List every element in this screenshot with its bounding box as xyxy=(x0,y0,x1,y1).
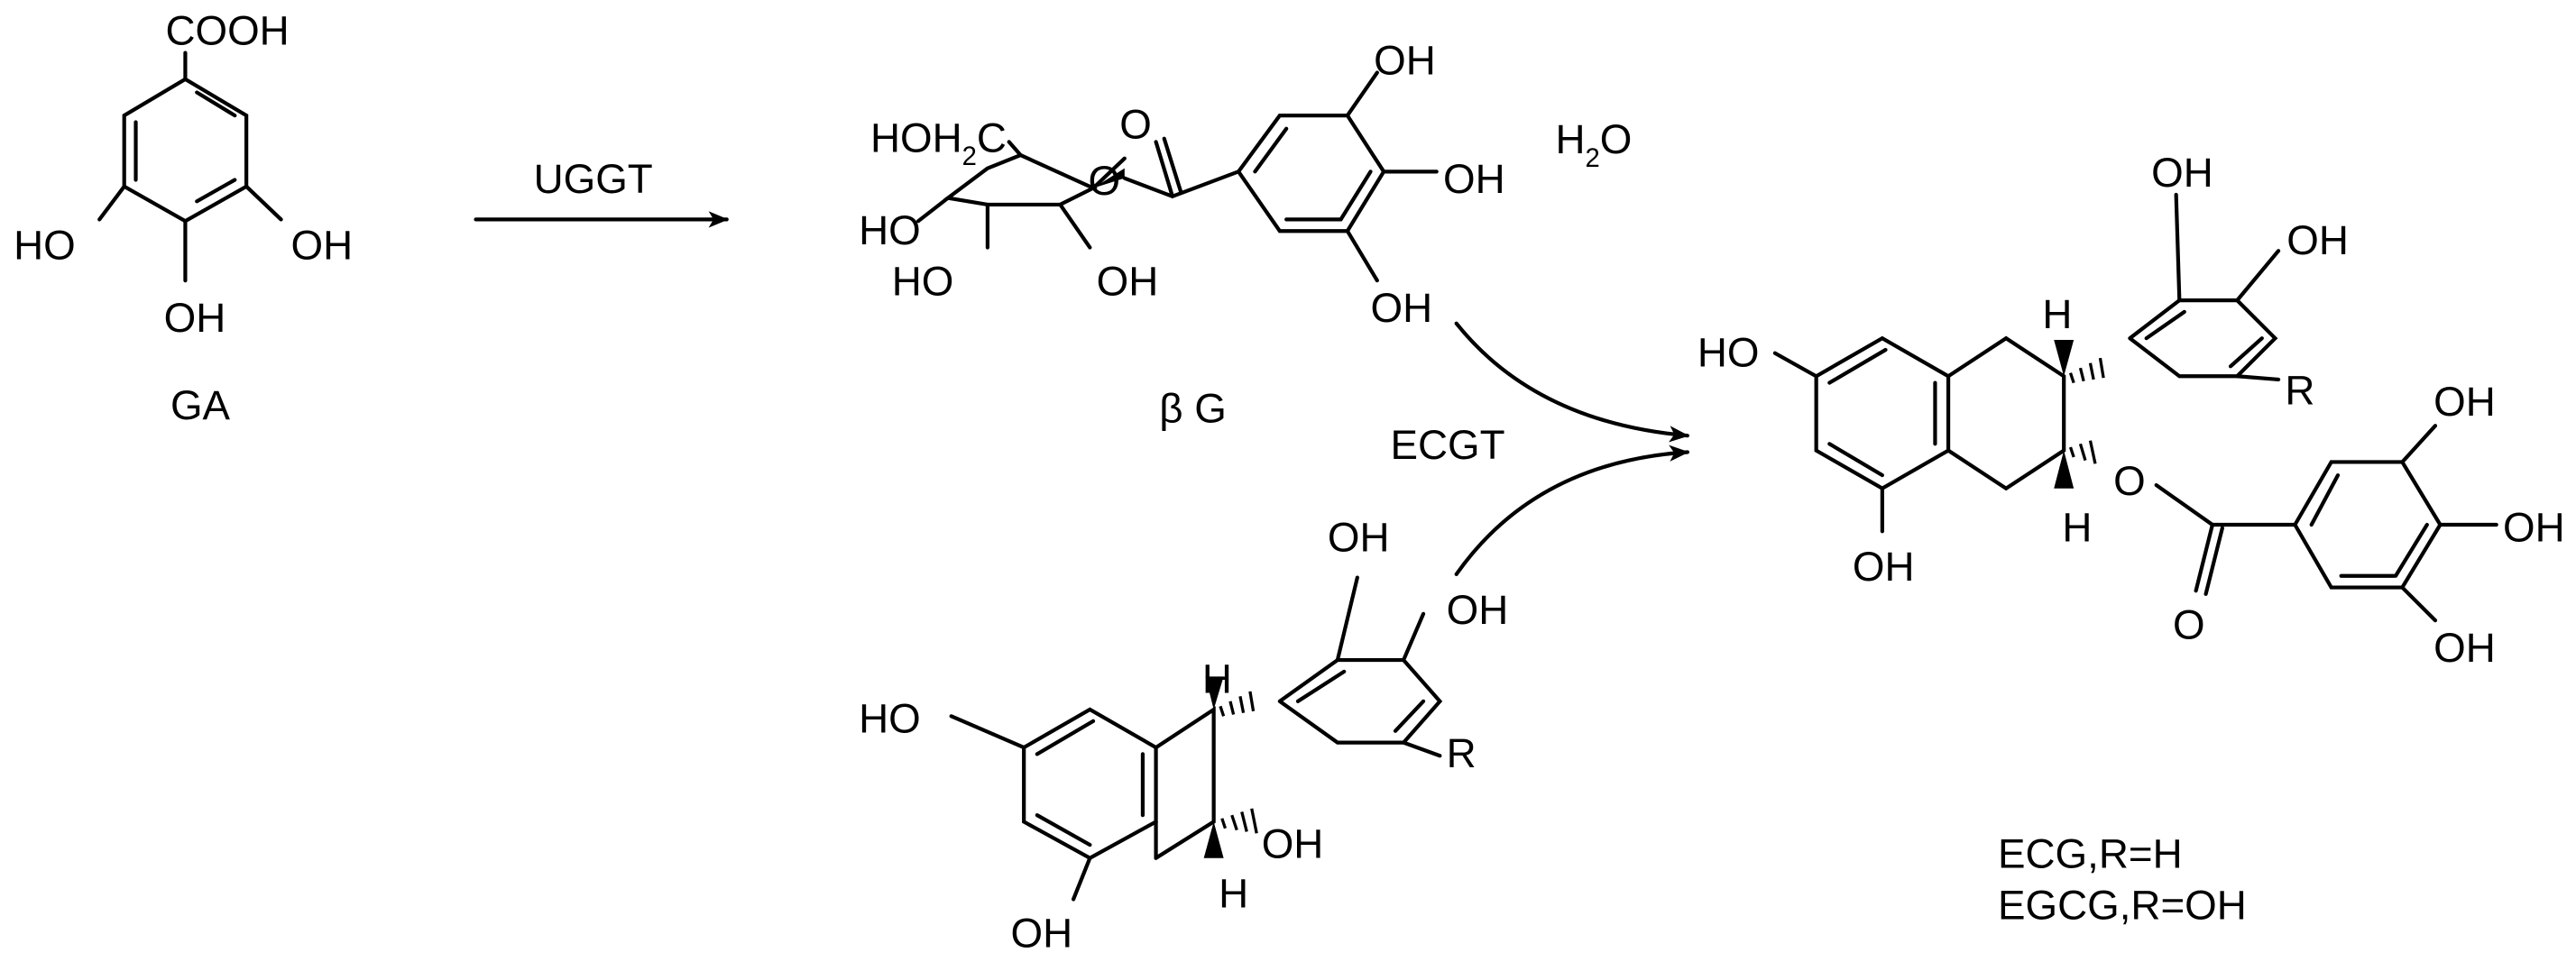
bg-carbonyl-oxygen-label: O xyxy=(1119,102,1152,148)
ga-oh-bottom-label: OH xyxy=(164,295,226,341)
ga-cooh-label: COOH xyxy=(165,7,289,53)
gallic-acid-structure: COOH HO OH OH GA xyxy=(14,7,353,427)
bg-oh-bottom-label: OH xyxy=(1371,285,1433,331)
prod-h-bottom-label: H xyxy=(2062,504,2092,550)
bg-ring-oxygen-label: O xyxy=(1089,158,1121,204)
water-byproduct-label: H2O xyxy=(1555,116,1632,173)
bg-ho-c3-label: HO xyxy=(892,259,954,305)
cat-r-label: R xyxy=(1447,730,1477,776)
cat-ho-left-label: HO xyxy=(859,696,921,742)
uggt-reaction-arrow: UGGT xyxy=(474,156,729,228)
prod-oh-b1-label: OH xyxy=(2151,150,2213,196)
cat-oh-b2-label: OH xyxy=(1447,587,1509,633)
cat-h-top-label: H xyxy=(1202,656,1232,702)
beta-glucogallin-structure: HOH2C O O HO HO OH OH OH OH β G xyxy=(859,37,1505,431)
ga-oh-right-label: OH xyxy=(291,222,354,268)
catechin-structure: HO OH H H OH OH OH R xyxy=(859,514,1508,956)
prod-oh-g2-label: OH xyxy=(2503,504,2565,550)
bg-ho-c4-label: HO xyxy=(859,207,921,253)
galloylated-catechin-structure: HO OH H H O O OH OH R OH OH OH ECG,R=H E… xyxy=(1697,150,2565,929)
ecgt-reaction-arrows: ECGT xyxy=(1390,321,1690,577)
bg-oh-top-label: OH xyxy=(1374,37,1436,83)
prod-h-top-label: H xyxy=(2042,291,2072,337)
cat-oh-b1-label: OH xyxy=(1328,514,1390,560)
cat-oh-bottom-label: OH xyxy=(1011,911,1073,957)
ecgt-enzyme-label: ECGT xyxy=(1390,422,1504,468)
prod-ho-left-label: HO xyxy=(1697,329,1760,375)
prod-oh-g3-label: OH xyxy=(2433,625,2496,671)
ga-name-label: GA xyxy=(170,382,231,428)
product-legend-egcg: EGCG,R=OH xyxy=(1998,882,2247,928)
uggt-enzyme-label: UGGT xyxy=(534,156,653,202)
bg-oh-c2-label: OH xyxy=(1097,259,1159,305)
prod-oh-g1-label: OH xyxy=(2433,379,2496,425)
cat-h-bottom-label: H xyxy=(1219,871,1248,917)
prod-oh-b2-label: OH xyxy=(2286,217,2349,263)
product-legend-ecg: ECG,R=H xyxy=(1998,831,2183,877)
prod-oh-bottom-label: OH xyxy=(1853,544,1915,590)
prod-ester-oxygen-label: O xyxy=(2113,458,2146,504)
prod-carbonyl-oxygen-label: O xyxy=(2173,601,2205,647)
prod-r-label: R xyxy=(2285,367,2314,413)
ga-ho-left-label: HO xyxy=(14,222,76,268)
bg-name-label: β G xyxy=(1159,386,1227,432)
bg-oh-mid-label: OH xyxy=(1443,156,1505,202)
cat-oh-c3-label: OH xyxy=(1262,821,1324,867)
bg-hoh2c-label: HOH2C xyxy=(870,115,1007,171)
